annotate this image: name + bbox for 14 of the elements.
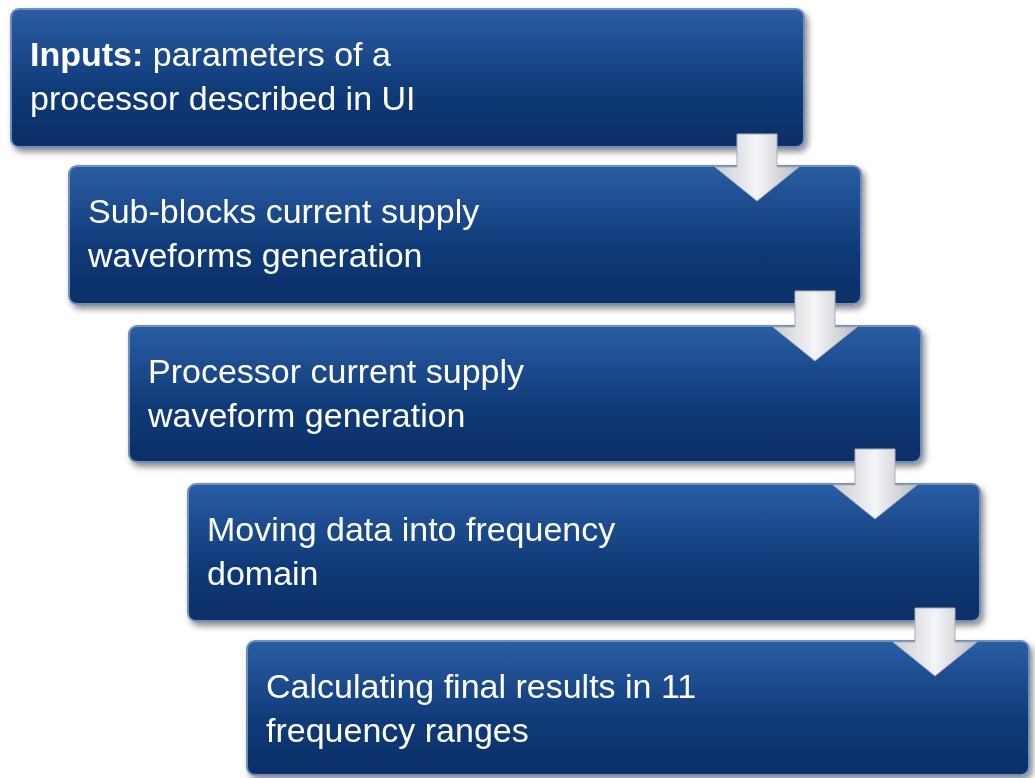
down-arrow <box>714 133 800 202</box>
process-box <box>187 483 981 622</box>
step-text: Moving data into frequency domain <box>207 509 617 594</box>
step-text: Inputs: parameters of a processor described in UI <box>30 34 417 119</box>
process-box <box>68 165 862 305</box>
down-arrow <box>892 607 978 677</box>
down-arrow <box>772 290 858 362</box>
step-text: Sub-blocks current supply waveforms generation <box>88 191 481 276</box>
process-box <box>246 640 1030 776</box>
process-box <box>128 325 922 463</box>
step-text: Processor current supply waveform generation <box>148 351 526 436</box>
step-text: Calculating final results in 11 frequency ranges <box>266 666 698 751</box>
process-box <box>10 8 805 148</box>
down-arrow <box>832 448 918 520</box>
